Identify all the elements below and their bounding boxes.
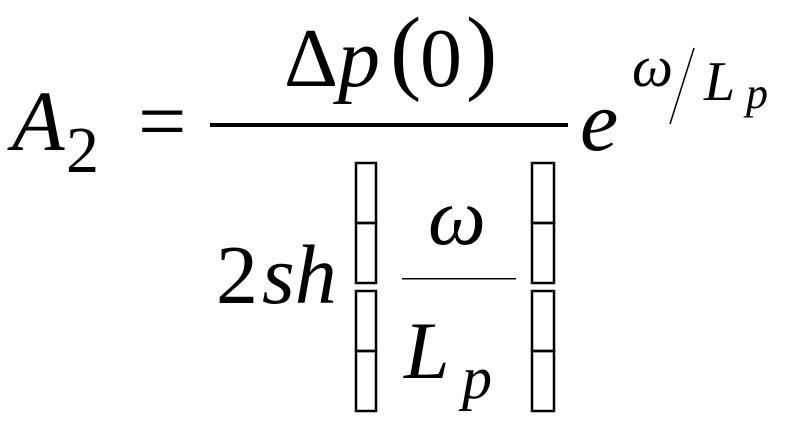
denominator-func: sh <box>262 229 337 322</box>
left-bracket <box>354 161 378 413</box>
inner-fraction-bar <box>402 278 516 280</box>
lhs-base: A <box>7 73 65 169</box>
right-bracket <box>530 161 556 413</box>
left-bracket-segment <box>354 289 378 353</box>
numerator-arg: 0 <box>420 12 462 105</box>
left-bracket-segment <box>354 161 378 225</box>
main-fraction-bar <box>210 123 568 127</box>
left-bracket-segment <box>354 349 378 413</box>
inner-numerator-omega: ω <box>428 171 486 262</box>
exp-slash <box>669 47 695 125</box>
right-bracket-segment <box>530 349 556 413</box>
exp-denominator-sub: p <box>743 69 768 118</box>
numerator-open-paren: ( <box>390 0 421 103</box>
right-bracket-segment <box>530 289 556 353</box>
lhs-subscript: 2 <box>66 114 99 187</box>
numerator-close-paren: ) <box>466 0 497 103</box>
numerator-p: p <box>333 12 380 105</box>
exp-numerator-omega: ω <box>632 34 673 99</box>
exp-denominator-L: L <box>703 51 735 113</box>
right-bracket-segment <box>530 161 556 225</box>
right-bracket-segment <box>530 221 556 285</box>
exp-base: e <box>580 73 618 169</box>
numerator-delta: Δ <box>284 12 338 105</box>
left-bracket-segment <box>354 221 378 285</box>
inner-denominator-sub: p <box>458 345 492 411</box>
inner-denominator-L: L <box>403 305 450 396</box>
denominator-coefficient: 2 <box>216 229 258 322</box>
equals-sign: = <box>138 73 187 169</box>
